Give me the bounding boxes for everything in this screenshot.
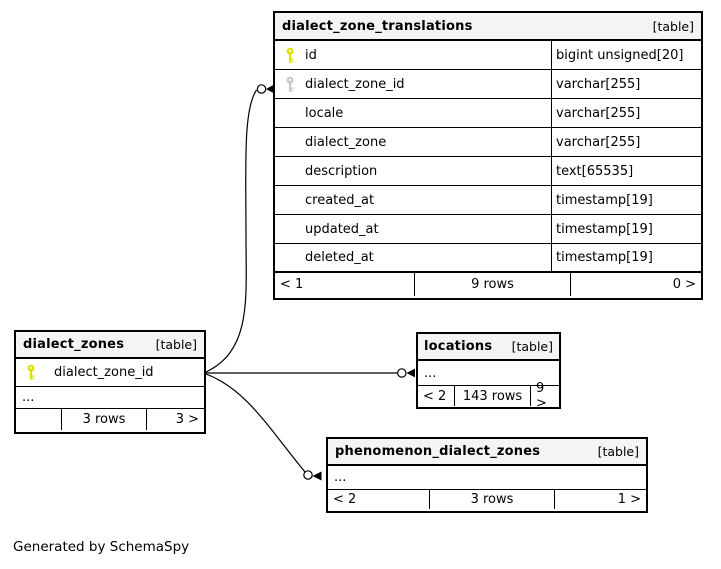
footer-row-count: 3 rows (61, 409, 146, 430)
column-name-cell: dialect_zone (305, 134, 387, 150)
table-phenomenon-dialect-zones[interactable]: phenomenon_dialect_zones [table] ... < 2… (326, 437, 648, 513)
footer-parents (16, 409, 61, 430)
column-name-cell: id (275, 41, 551, 69)
column-row-updated-at[interactable]: updated_at timestamp[19] (275, 215, 701, 244)
footer-row-count: 3 rows (429, 490, 554, 509)
edge-dialect-zones-to-phenomenon (205, 373, 322, 481)
table-header[interactable]: dialect_zones [table] (16, 332, 204, 359)
table-dialect-zone-translations[interactable]: dialect_zone_translations [table] (273, 11, 703, 300)
table-title: locations (424, 339, 493, 354)
table-header[interactable]: dialect_zone_translations [table] (275, 13, 701, 41)
footer-children[interactable]: 9 > (530, 381, 559, 411)
column-type-cell: varchar[255] (551, 99, 701, 127)
column-type-cell: varchar[255] (551, 128, 701, 156)
table-title: dialect_zone_translations (282, 18, 473, 34)
column-row-description[interactable]: description text[65535] (275, 157, 701, 186)
column-row-created-at[interactable]: created_at timestamp[19] (275, 186, 701, 215)
table-locations[interactable]: locations [table] ... < 2 143 rows 9 > (416, 332, 561, 411)
column-type-cell: timestamp[19] (551, 215, 701, 243)
footer-parents[interactable]: < 1 (280, 277, 304, 292)
hidden-columns-ellipsis[interactable]: ... (328, 466, 646, 490)
column-type-cell: text[65535] (551, 157, 701, 185)
table-dialect-zones[interactable]: dialect_zones [table] dialect_ (14, 330, 206, 434)
column-name-cell: description (305, 163, 378, 179)
table-header[interactable]: locations [table] (418, 334, 559, 361)
column-name-cell: locale (305, 105, 344, 121)
table-tag: [table] (511, 339, 553, 354)
column-type-cell: varchar[255] (551, 70, 701, 98)
hidden-columns-ellipsis[interactable]: ... (16, 387, 204, 409)
footer-parents[interactable]: < 2 (333, 492, 357, 507)
column-type-cell: bigint unsigned[20] (551, 41, 701, 69)
foreign-key-icon (285, 76, 305, 93)
column-type-cell: timestamp[19] (551, 244, 701, 271)
column-name-cell: dialect_zone_id (16, 359, 204, 386)
column-type-cell: timestamp[19] (551, 186, 701, 214)
column-name-cell: dialect_zone_id (275, 70, 551, 98)
footer-parents[interactable]: < 2 (423, 388, 447, 404)
table-title: phenomenon_dialect_zones (335, 444, 541, 459)
edge-dialect-zones-to-translations (205, 84, 274, 373)
column-row-dialect-zone-id[interactable]: dialect_zone_id (16, 359, 204, 387)
primary-key-icon (285, 47, 305, 64)
table-footer: 3 rows 3 > (16, 409, 204, 430)
generated-by-caption: Generated by SchemaSpy (13, 539, 190, 555)
table-header[interactable]: phenomenon_dialect_zones [table] (328, 439, 646, 466)
table-footer: < 2 3 rows 1 > (328, 490, 646, 509)
column-row-id[interactable]: id bigint unsigned[20] (275, 41, 701, 70)
footer-row-count: 143 rows (454, 386, 530, 406)
footer-children[interactable]: 1 > (554, 490, 646, 509)
table-tag: [table] (155, 337, 197, 352)
column-name-cell: updated_at (305, 221, 379, 237)
column-row-dialect-zone[interactable]: dialect_zone varchar[255] (275, 128, 701, 157)
column-name-cell: created_at (305, 192, 375, 208)
column-row-dialect-zone-id[interactable]: dialect_zone_id varchar[255] (275, 70, 701, 99)
column-name-cell: deleted_at (305, 250, 374, 265)
table-tag: [table] (652, 18, 694, 34)
footer-row-count: 9 rows (414, 273, 570, 296)
hidden-columns-ellipsis[interactable]: ... (418, 361, 559, 386)
footer-children[interactable]: 3 > (146, 409, 204, 430)
edge-dialect-zones-to-locations (206, 368, 415, 378)
column-row-locale[interactable]: locale varchar[255] (275, 99, 701, 128)
column-row-deleted-at[interactable]: deleted_at timestamp[19] (275, 244, 701, 273)
table-footer: < 1 9 rows 0 > (275, 273, 701, 296)
table-title: dialect_zones (23, 337, 125, 352)
table-tag: [table] (597, 444, 639, 459)
footer-children[interactable]: 0 > (570, 273, 701, 296)
primary-key-icon (26, 364, 46, 381)
table-footer: < 2 143 rows 9 > (418, 381, 559, 411)
